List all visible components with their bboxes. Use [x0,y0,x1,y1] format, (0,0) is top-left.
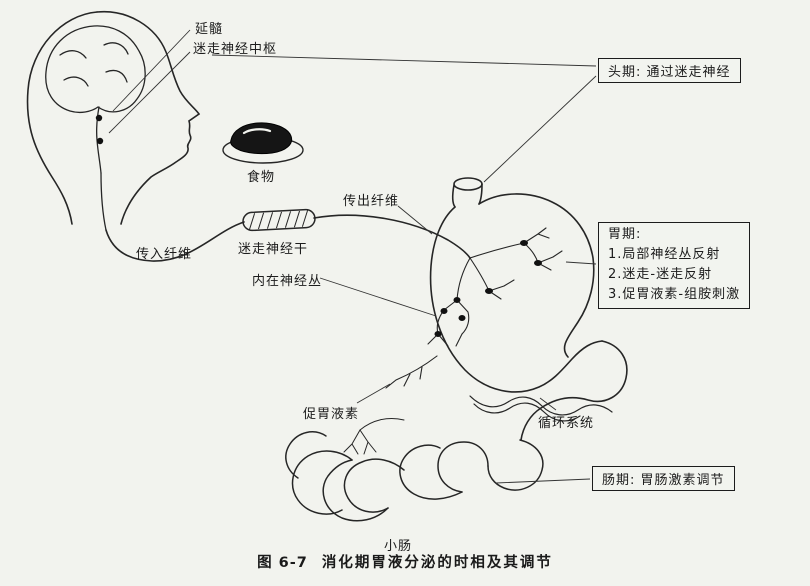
mesentery-branches [343,417,405,455]
figure-caption: 图 6-7 消化期胃液分泌的时相及其调节 [0,551,810,572]
figure-title: 消化期胃液分泌的时相及其调节 [321,555,553,571]
stomach [429,177,603,393]
label-small-intestine: 小肠 [384,539,413,554]
label-circulatory: 循环系统 [538,416,595,431]
label-medulla: 延髓 [195,22,224,37]
vagus-center-dots [95,114,104,145]
duodenum [520,340,628,441]
brain [45,25,146,231]
vagus-nerve [105,214,471,262]
label-gastrin: 促胃液素 [303,407,360,422]
circulatory-vessels [469,395,613,422]
label-efferent-fibers: 传出纤维 [343,194,400,209]
callout-intestinal-phase: 肠期: 胃肠激素调节 [592,466,735,491]
gastric-phase-item-1: 1.局部神经丛反射 [608,247,721,263]
head-profile [26,10,201,225]
figure-number: 图 6-7 [257,555,308,571]
food-plate [222,122,304,164]
small-intestine-coil [285,431,544,522]
vagus-trunk-sheath [242,208,316,232]
gastric-phase-item-2: 2.迷走-迷走反射 [608,267,713,283]
food-shape [230,122,293,155]
label-afferent-fibers: 传入纤维 [136,247,193,262]
callout-gastric-phase: 胃期: 1.局部神经丛反射 2.迷走-迷走反射 3.促胃液素-组胺刺激 [598,222,751,309]
callout-cephalic-phase: 头期: 通过迷走神经 [598,58,741,83]
gastric-phase-item-3: 3.促胃液素-组胺刺激 [608,287,741,303]
esophagus-opening [453,177,483,191]
label-intrinsic-plexus: 内在神经丛 [252,274,323,289]
label-food: 食物 [247,170,276,185]
label-vagus-trunk: 迷走神经干 [238,242,309,257]
ganglia-dots [434,240,542,337]
callout-lines [108,29,597,484]
label-vagus-center: 迷走神经中枢 [193,42,278,57]
gastric-phase-title: 胃期: [608,227,642,242]
